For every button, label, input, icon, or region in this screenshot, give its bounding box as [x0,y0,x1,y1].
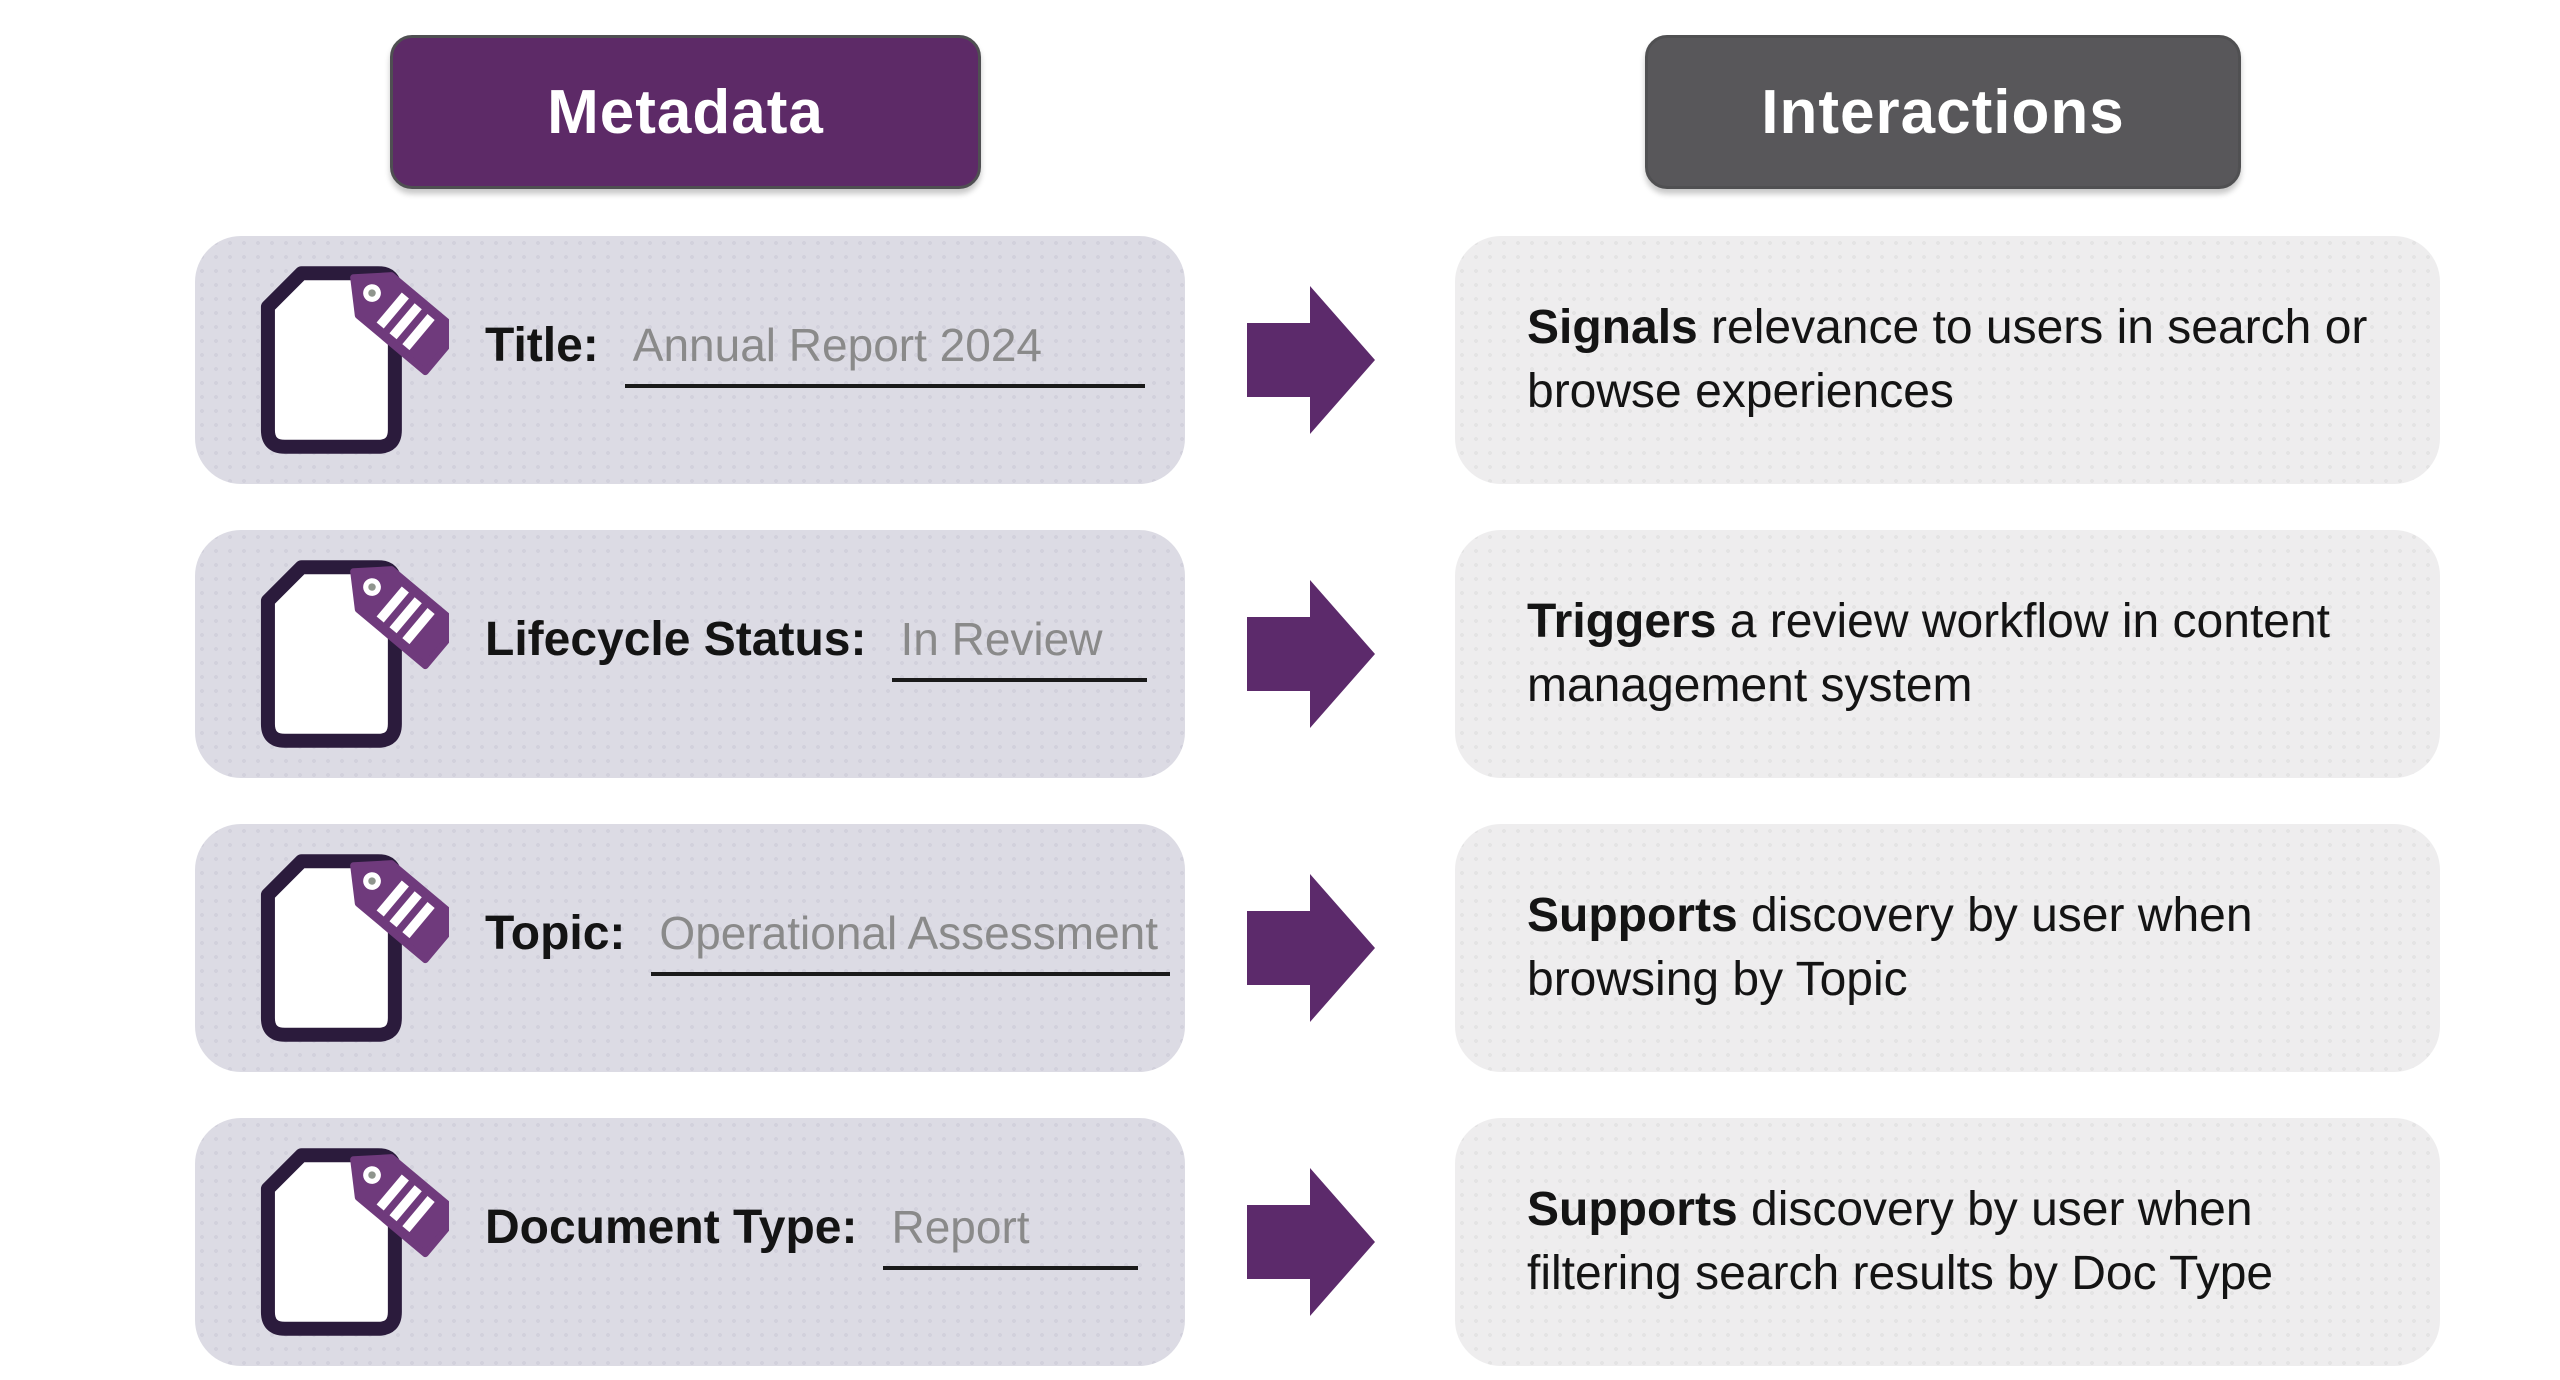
lifecycle-status-field: Lifecycle Status: In Review [485,612,1148,682]
metadata-card-document-type: Document Type: Report [195,1118,1185,1366]
document-type-field-label: Document Type: [485,1201,858,1254]
document-tag-icon [253,1144,449,1340]
interaction-keyword: Supports [1527,1183,1738,1237]
interaction-text-title: Signals relevance to users in search or … [1527,296,2410,424]
metadata-header-pill: Metadata [390,35,981,189]
topic-field-value: Operational Assessment [651,906,1171,976]
title-field-label: Title: [485,319,599,372]
interaction-card-topic: Supports discovery by user when browsing… [1455,824,2440,1072]
interaction-description: relevance to users in search or browse e… [1527,301,2368,418]
lifecycle-status-field-value: In Review [892,612,1148,682]
interaction-card-lifecycle-status: Triggers a review workflow in content ma… [1455,530,2440,778]
interaction-text-topic: Supports discovery by user when browsing… [1527,884,2410,1012]
interactions-header-label: Interactions [1761,77,2125,147]
document-tag-icon [253,262,449,458]
metadata-header-label: Metadata [547,77,824,147]
interaction-keyword: Supports [1527,889,1738,943]
interactions-header-pill: Interactions [1645,35,2241,189]
interaction-text-document-type: Supports discovery by user when filterin… [1527,1178,2410,1306]
interaction-keyword: Triggers [1527,595,1717,649]
document-type-field-value: Report [883,1200,1139,1270]
document-tag-icon [253,556,449,752]
arrow-right-icon [1247,874,1375,1022]
document-type-field: Document Type: Report [485,1200,1139,1270]
metadata-card-title: Title: Annual Report 2024 [195,236,1185,484]
title-field: Title: Annual Report 2024 [485,318,1145,388]
topic-field-label: Topic: [485,907,626,960]
topic-field: Topic: Operational Assessment [485,906,1171,976]
arrow-right-icon [1247,1168,1375,1316]
interaction-card-document-type: Supports discovery by user when filterin… [1455,1118,2440,1366]
interaction-description: discovery by user when filtering search … [1527,1183,2274,1300]
title-field-value: Annual Report 2024 [624,318,1145,388]
lifecycle-status-field-label: Lifecycle Status: [485,613,867,666]
metadata-card-topic: Topic: Operational Assessment [195,824,1185,1072]
interaction-card-title: Signals relevance to users in search or … [1455,236,2440,484]
interaction-description: a review workflow in content management … [1527,595,2330,712]
interaction-keyword: Signals [1527,301,1698,355]
document-tag-icon [253,850,449,1046]
interaction-text-lifecycle-status: Triggers a review workflow in content ma… [1527,590,2410,718]
arrow-right-icon [1247,580,1375,728]
interaction-description: discovery by user when browsing by Topic [1527,889,2253,1006]
arrow-right-icon [1247,286,1375,434]
metadata-card-lifecycle-status: Lifecycle Status: In Review [195,530,1185,778]
